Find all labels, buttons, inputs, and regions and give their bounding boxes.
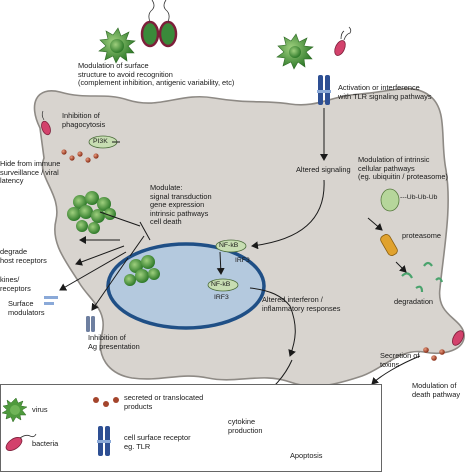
label-line: Secretion of <box>380 351 420 360</box>
surface-modulators-icon <box>44 296 58 305</box>
nfkb-nucleus-pill <box>207 278 239 292</box>
label-phagocytosis: Inhibition of phagocytosis <box>62 111 106 129</box>
label-cytokines-receptors: kines/ receptors <box>0 275 31 293</box>
label-line: surveillance / viral <box>0 167 59 177</box>
label-line: cell surface receptor <box>124 433 191 442</box>
legend-secreted-label: secreted or translocated products <box>124 393 204 411</box>
label-line: secreted or translocated <box>124 393 204 402</box>
legend-receptor-label: cell surface receptor eg. TLR <box>124 433 191 451</box>
label-line: phagocytosis <box>62 119 106 129</box>
pi3k-complex <box>61 135 118 163</box>
label-line: inflammatory responses <box>262 303 341 313</box>
toxins-icon <box>423 330 464 361</box>
bacteria-top-icon <box>140 0 178 48</box>
label-line: with TLR signaling pathways <box>338 91 432 101</box>
label-line: Activation or interference <box>338 83 420 92</box>
label-irf3-nucleus: IRF3 <box>214 294 229 301</box>
label-pi3k: PI3K <box>93 138 108 145</box>
label-altered-signaling: Altered signaling <box>296 165 351 174</box>
label-ag-presentation: Inhibition of Ag presentation <box>88 333 140 351</box>
label-line: signal transduction <box>150 191 212 201</box>
legend-bacteria-label: bacteria <box>32 439 59 448</box>
label-line: degrade <box>0 247 28 256</box>
label-nfkb-nucleus: NF-kB <box>211 281 231 288</box>
label-line: gene expression <box>150 200 205 210</box>
label-proteasome: proteasome <box>402 231 442 240</box>
label-line: modulators <box>8 307 45 317</box>
label-line: cellular pathways <box>358 163 415 173</box>
label-nfkb-top: NF-kB <box>219 242 239 249</box>
legend-box <box>0 384 382 472</box>
label-line: death pathway <box>412 389 461 399</box>
label-line: toxins <box>380 359 400 369</box>
label-line: cytokine <box>228 417 256 426</box>
proteasome-icon <box>380 234 398 256</box>
label-line: Ag presentation <box>88 341 140 351</box>
protein-icon <box>380 188 400 212</box>
label-degradation: degradation <box>394 297 434 306</box>
label-line: intrinsic pathways <box>150 208 209 218</box>
tlr-receptor-icon <box>317 75 331 105</box>
label-line: Modulate: <box>150 183 183 192</box>
degradation-fragments-icon <box>401 261 444 293</box>
label-irf3-top: IRF3 <box>235 257 250 264</box>
label-line: receptors <box>0 283 31 293</box>
legend-virus-label: virus <box>32 405 48 414</box>
label-tlr-activation: Activation or interference with TLR sign… <box>338 83 432 101</box>
label-ubiquitin: ---Ub-Ub-Ub <box>400 194 438 201</box>
label-degrade-receptors: degrade host receptors <box>0 247 47 265</box>
label-line: (complement inhibition, antigenic variab… <box>78 78 235 88</box>
label-intrinsic-modulation: Modulation of intrinsic cellular pathway… <box>358 155 448 182</box>
virus-right-icon <box>276 33 314 70</box>
virus-cluster-icon <box>67 191 116 234</box>
virus-top-icon <box>98 27 136 64</box>
label-death-pathway: Modulation of death pathway <box>412 381 461 399</box>
virus-nucleus-icon <box>124 255 160 286</box>
label-surface-modulators: Surface modulators <box>8 299 45 317</box>
label-line: eg. TLR <box>124 441 151 451</box>
label-line: host receptors <box>0 255 47 265</box>
label-line: Altered interferon / <box>262 295 323 304</box>
bacteria-phagocytosis-icon <box>41 110 51 136</box>
label-line: Modulation of surface <box>78 61 149 70</box>
label-line: Surface <box>8 299 34 308</box>
label-line: products <box>124 401 153 411</box>
label-line: cell death <box>150 217 182 227</box>
label-cytokine-production: cytokine production <box>228 417 263 435</box>
label-altered-interferon: Altered interferon / inflammatory respon… <box>262 295 341 313</box>
label-hide-immune: Hide from immune surveillance / viral la… <box>0 159 61 186</box>
label-apoptosis: Apoptosis <box>290 451 323 460</box>
ag-presentation-receptor-icon <box>86 316 95 332</box>
label-line: (eg. ubiquitin / proteasome) <box>358 172 448 182</box>
label-line: kines/ <box>0 275 20 284</box>
label-line: Inhibition of <box>88 333 126 342</box>
label-line: production <box>228 425 263 435</box>
label-modulate: Modulate: signal transduction gene expre… <box>150 183 212 227</box>
label-surface-modulation: Modulation of surface structure to avoid… <box>78 61 235 88</box>
label-line: latency <box>0 176 24 186</box>
nfkb-top-pill <box>215 239 247 253</box>
label-line: structure to avoid recognition <box>78 69 173 79</box>
label-line: Modulation of <box>412 381 457 390</box>
label-line: Inhibition of <box>62 111 100 120</box>
label-secretion-toxins: Secretion of toxins <box>380 351 420 369</box>
label-line: Hide from immune <box>0 159 61 168</box>
label-line: Modulation of intrinsic <box>358 155 430 164</box>
bacteria-right-icon <box>334 26 352 56</box>
